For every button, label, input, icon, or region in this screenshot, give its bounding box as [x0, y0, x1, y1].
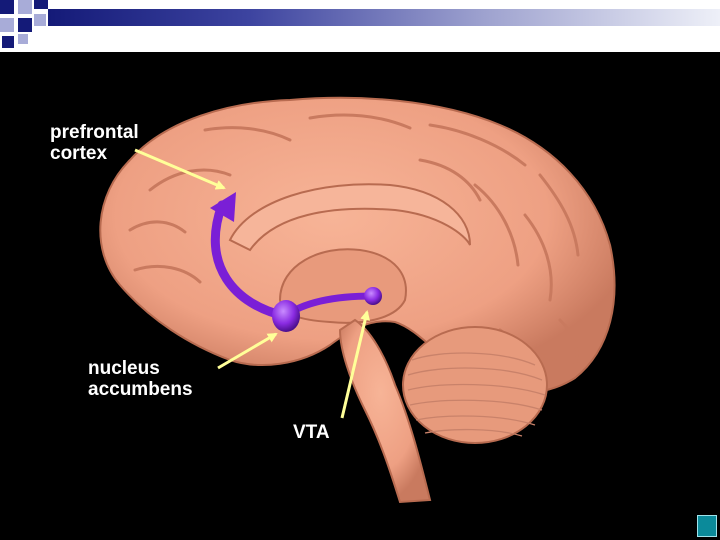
header-gradient-bar [48, 9, 720, 26]
vta-node [364, 287, 382, 305]
nucleus-accumbens-label: nucleus accumbens [88, 358, 193, 400]
header-square-decoration [0, 18, 14, 32]
header-square-decoration [18, 18, 32, 32]
vta-label: VTA [293, 422, 330, 443]
header-square-decoration [2, 36, 14, 48]
nucleus-accumbens-node [272, 300, 300, 332]
header-square-decoration [34, 14, 46, 26]
header-square-decoration [34, 0, 48, 9]
prefrontal-label-line-2: cortex [50, 143, 139, 164]
prefrontal-cortex-label: prefrontal cortex [50, 122, 139, 164]
nucleus-label-line-1: nucleus [88, 358, 193, 379]
header-square-decoration [0, 0, 14, 14]
publisher-logo-icon [697, 515, 717, 537]
nucleus-label-line-2: accumbens [88, 379, 193, 400]
prefrontal-label-line-1: prefrontal [50, 122, 139, 143]
slide-header [0, 0, 720, 52]
header-square-decoration [18, 34, 28, 44]
header-square-decoration [18, 0, 32, 14]
